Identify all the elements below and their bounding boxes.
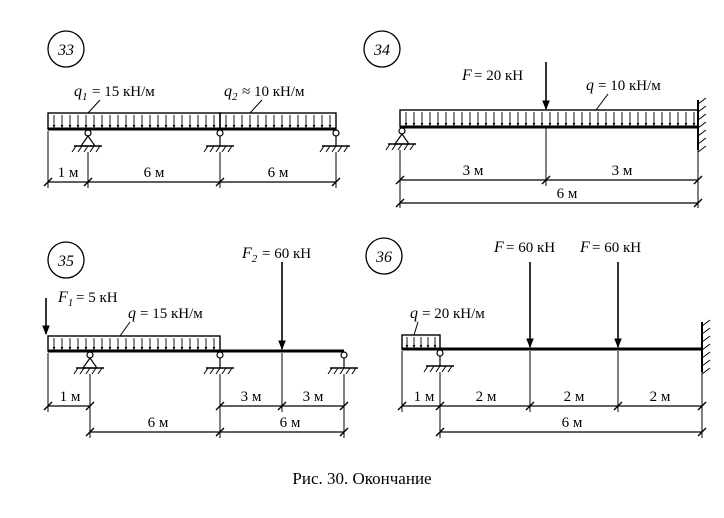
- load-arrows: [52, 338, 216, 351]
- figure-caption: Рис. 30. Окончание: [292, 469, 431, 488]
- dimension-ticks: [85, 427, 349, 437]
- dimension-label: 6 м: [557, 186, 578, 202]
- dimension-ticks: [395, 175, 703, 185]
- dimension-ticks: [43, 177, 341, 187]
- leader-line: [87, 99, 101, 114]
- pin-support: [73, 351, 104, 375]
- problem-number-circle: [365, 237, 403, 275]
- dimension-label: 2 м: [564, 389, 585, 405]
- dimension-label: 6 м: [148, 415, 169, 431]
- problem-33: 33 q1 = 15 кН/м: [43, 30, 350, 188]
- load-arrows: [224, 115, 332, 129]
- leader-line: [413, 321, 419, 336]
- dimension-ticks: [435, 427, 707, 437]
- force-symbol-f1: F1: [57, 289, 73, 309]
- load-label-q1: = 15 кН/м: [92, 84, 155, 100]
- dimension-label: 3 м: [463, 163, 484, 179]
- load-label-q: = 15 кН/м: [140, 306, 203, 322]
- roller-support: [327, 351, 358, 375]
- load-symbol-q: q: [128, 305, 136, 322]
- dimension-ticks: [395, 198, 703, 208]
- problem-number-circle: [47, 241, 85, 279]
- load-label-q2: ≈ 10 кН/м: [242, 84, 305, 100]
- load-symbol-q: q: [586, 77, 594, 94]
- leader-line: [595, 93, 609, 111]
- load-label-q: = 20 кН/м: [422, 306, 485, 322]
- pin-support: [385, 127, 416, 151]
- leader-line: [119, 321, 131, 337]
- problem-34: 34 F = 20 кН q = 10 кН/м 3 м 3 м: [363, 30, 707, 208]
- problem-number: 36: [375, 249, 392, 266]
- dimension-label: 2 м: [476, 389, 497, 405]
- problem-number: 33: [57, 42, 74, 59]
- dimension-label: 2 м: [650, 389, 671, 405]
- force-label-f2: = 60 кН: [262, 246, 311, 262]
- roller-support: [423, 349, 454, 373]
- force-label: = 60 кН: [506, 240, 555, 256]
- roller-support: [203, 351, 234, 375]
- dimension-label: 1 м: [414, 389, 435, 405]
- problem-36: 36 F = 60 кН F = 60 кН q = 20 кН/м: [365, 237, 711, 438]
- dimension-label: 6 м: [280, 415, 301, 431]
- load-symbol-q2: q2: [224, 83, 238, 103]
- dimension-label: 3 м: [303, 389, 324, 405]
- dimension-ticks: [397, 401, 707, 411]
- dimension-label: 6 м: [562, 415, 583, 431]
- force-label: = 60 кН: [592, 240, 641, 256]
- problem-number: 35: [57, 253, 74, 270]
- load-arrows: [52, 115, 216, 129]
- force-symbol: F: [493, 239, 504, 256]
- load-arrows: [404, 112, 696, 127]
- load-symbol-q: q: [410, 305, 418, 322]
- dimension-ticks: [215, 401, 349, 411]
- roller-support: [319, 129, 350, 153]
- fixed-support: [697, 97, 707, 153]
- problem-number: 34: [373, 42, 390, 59]
- dimension-label: 1 м: [58, 165, 79, 181]
- dimension-label: 6 м: [268, 165, 289, 181]
- problem-number-circle: [47, 30, 85, 68]
- load-symbol-q1: q1: [74, 83, 88, 103]
- problem-number-circle: [363, 30, 401, 68]
- dimension-ticks: [43, 401, 95, 411]
- problem-35: 35 F1 = 5 кН q = 15 кН/м: [42, 241, 358, 438]
- dimension-label: 1 м: [60, 389, 81, 405]
- leader-line: [249, 99, 263, 114]
- distributed-load-q: [399, 109, 699, 128]
- dimension-label: 3 м: [241, 389, 262, 405]
- load-label-q: = 10 кН/м: [598, 78, 661, 94]
- force-label: = 20 кН: [474, 68, 523, 84]
- force-symbol: F: [579, 239, 590, 256]
- distributed-load-q2: [219, 112, 337, 130]
- pin-support: [71, 129, 102, 153]
- dimension-label: 3 м: [612, 163, 633, 179]
- force-symbol: F: [461, 67, 472, 84]
- force-label-f1: = 5 кН: [76, 290, 118, 306]
- force-symbol-f2: F2: [241, 245, 258, 265]
- load-arrows: [405, 337, 437, 349]
- roller-support: [203, 129, 234, 153]
- fixed-support: [701, 319, 711, 375]
- dimension-label: 6 м: [144, 165, 165, 181]
